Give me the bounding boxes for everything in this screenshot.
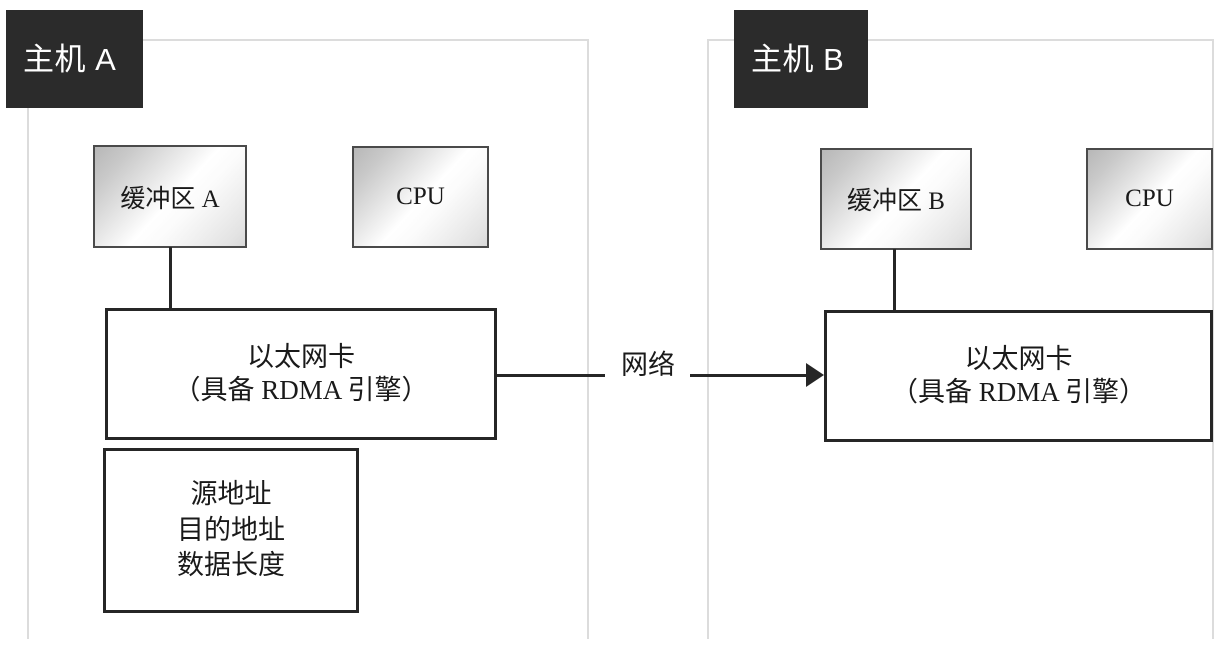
host-b-container	[707, 39, 1214, 639]
host-a-descriptor-box: 源地址 目的地址 数据长度	[103, 448, 359, 613]
host-a-buffer-label: 缓冲区 A	[120, 185, 220, 213]
host-a-buffer-nic-connector	[169, 247, 172, 309]
host-b-nic-box: 以太网卡 （具备 RDMA 引擎）	[824, 310, 1213, 442]
host-b-cpu-box: CPU	[1086, 148, 1213, 250]
host-a-nic-label-line-2: （具备 RDMA 引擎）	[173, 375, 429, 405]
host-a-container	[27, 39, 589, 639]
host-b-buffer-box: 缓冲区 B	[820, 148, 972, 250]
host-a-title-tag: 主机 A	[6, 10, 143, 108]
host-b-cpu-label: CPU	[1125, 185, 1174, 212]
arrow-right-icon	[806, 363, 824, 387]
descriptor-line-data-length: 数据长度	[177, 550, 285, 581]
host-b-buffer-nic-connector	[893, 249, 896, 311]
network-label: 网络	[621, 350, 675, 380]
host-b-buffer-label: 缓冲区 B	[847, 188, 945, 215]
network-link-right-segment	[690, 374, 809, 377]
host-b-nic-label-line-2: （具备 RDMA 引擎）	[890, 377, 1147, 407]
host-b-nic-label-line-1: 以太网卡	[964, 344, 1073, 375]
host-a-cpu-box: CPU	[352, 146, 489, 248]
host-b-title-label: 主机 B	[751, 41, 845, 77]
host-a-title-label: 主机 A	[23, 41, 117, 77]
network-link-left-segment	[497, 374, 605, 377]
host-a-cpu-label: CPU	[396, 183, 445, 210]
host-b-title-tag: 主机 B	[734, 10, 868, 108]
host-a-nic-box: 以太网卡 （具备 RDMA 引擎）	[105, 308, 497, 440]
host-a-buffer-box: 缓冲区 A	[93, 145, 247, 248]
descriptor-line-destination-address: 目的地址	[177, 514, 285, 545]
descriptor-line-source-address: 源地址	[190, 478, 272, 509]
host-a-nic-label-line-1: 以太网卡	[247, 342, 355, 373]
